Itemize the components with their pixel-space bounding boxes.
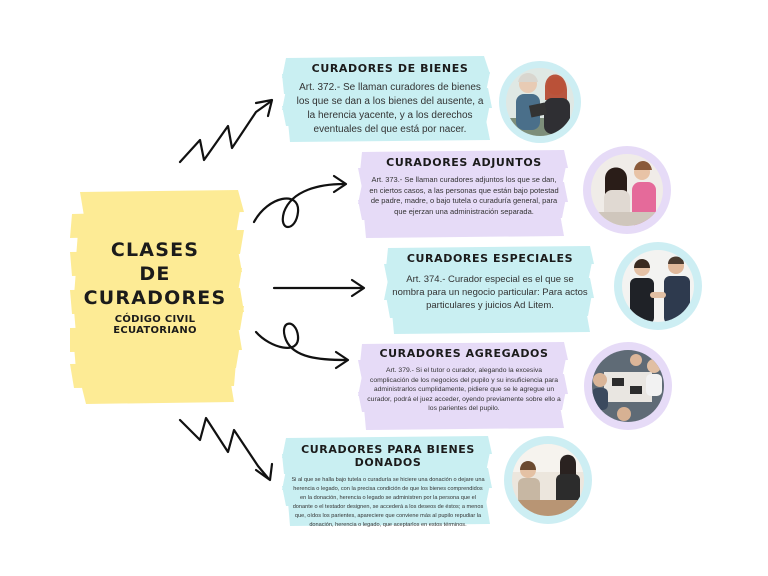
loop-arrow-lower — [254, 322, 350, 370]
card-curadores-especiales: CURADORES ESPECIALES Art. 374.- Curador … — [392, 252, 588, 312]
card-5-brush — [282, 436, 492, 526]
card-title: CURADORES PARA BIENES DONADOS — [301, 443, 475, 469]
card-text: Art. 374.- Curador especial es el que se… — [392, 274, 588, 311]
card-text: Art. 379.- Si el tutor o curador, alegan… — [367, 367, 561, 412]
women-at-desk-photo — [583, 146, 671, 234]
card-text: Art. 373.- Se llaman curadores adjuntos … — [369, 175, 559, 216]
main-title-line-2: DE — [139, 263, 171, 285]
card-title: CURADORES ADJUNTOS — [386, 156, 542, 169]
main-subtitle: CÓDIGO CIVIL ECUATORIANO — [113, 314, 197, 336]
office-conversation-photo — [504, 436, 592, 524]
team-meeting-photo — [584, 342, 672, 430]
card-curadores-adjuntos: CURADORES ADJUNTOS Art. 373.- Se llaman … — [368, 156, 560, 217]
card-text: Si al que se halla bajo tutela o curadur… — [291, 477, 485, 528]
card-title: CURADORES DE BIENES — [311, 62, 469, 75]
main-title-line-1: CLASES — [110, 239, 200, 261]
card-title: CURADORES AGREGADOS — [379, 347, 549, 360]
card-curadores-de-bienes: CURADORES DE BIENES Art. 372.- Se llaman… — [294, 62, 486, 137]
yellow-brush-background — [70, 190, 244, 404]
main-title-line-3: CURADORES — [83, 287, 227, 309]
card-text: Art. 372.- Se llaman curadores de bienes… — [296, 82, 484, 135]
zigzag-arrow-down — [178, 416, 274, 482]
zigzag-arrow-up — [178, 98, 274, 164]
main-title-block: CLASES DE CURADORES CÓDIGO CIVIL ECUATOR… — [76, 238, 234, 336]
two-women-tablet-photo — [499, 61, 581, 143]
straight-arrow — [272, 278, 366, 298]
card-curadores-agregados: CURADORES AGREGADOS Art. 379.- Si el tut… — [366, 347, 562, 414]
card-1-brush — [282, 56, 492, 142]
card-title: CURADORES ESPECIALES — [406, 252, 574, 265]
card-curadores-para-bienes-donados: CURADORES PARA BIENES DONADOS Si al que … — [290, 443, 486, 530]
loop-arrow-upper — [252, 174, 348, 229]
card-2-brush — [358, 150, 568, 238]
card-4-brush — [358, 342, 568, 430]
card-3-brush — [384, 246, 594, 334]
handshake-photo — [614, 242, 702, 330]
